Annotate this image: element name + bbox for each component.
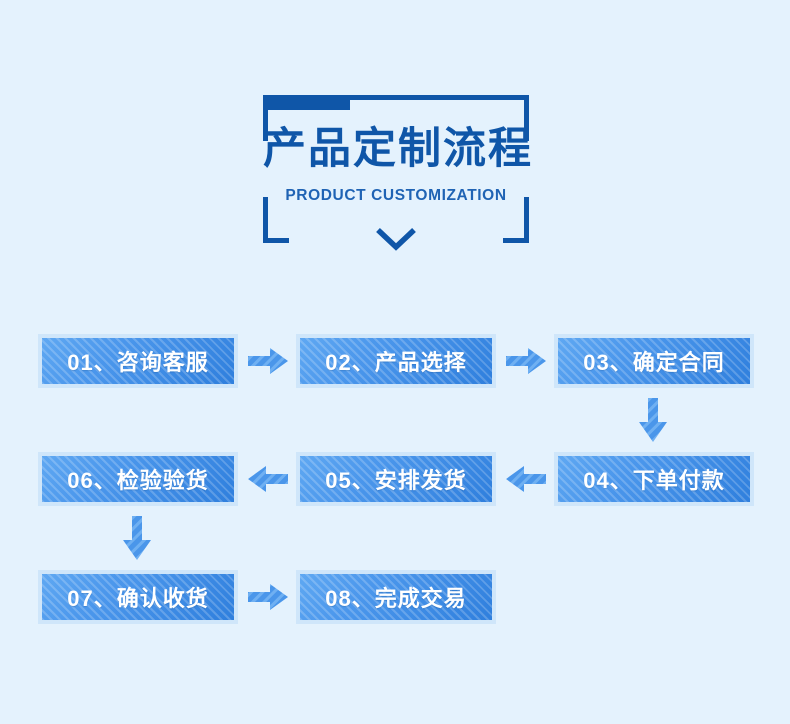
page-title: 产品定制流程: [263, 125, 533, 173]
page-header: 产品定制流程 PRODUCT CUSTOMIZATION: [263, 95, 533, 251]
flow-step-05-label: 05、安排发货: [325, 468, 467, 493]
flow-step-07[interactable]: 07、确认收货: [38, 570, 238, 624]
frame-corner-top-left: [263, 95, 289, 141]
frame-corner-bottom-right: [503, 197, 529, 243]
flow-step-04-label: 04、下单付款: [583, 468, 725, 493]
arrow-down-icon: [637, 398, 669, 442]
frame-bar-bottom-right: [263, 105, 350, 110]
flow-step-06[interactable]: 06、检验验货: [38, 452, 238, 506]
flow-step-05[interactable]: 05、安排发货: [296, 452, 496, 506]
arrow-right-icon: [248, 346, 288, 376]
chevron-down-icon: [376, 228, 416, 251]
flow-step-02-label: 02、产品选择: [325, 350, 467, 375]
arrow-down-icon: [121, 516, 153, 560]
page-subtitle: PRODUCT CUSTOMIZATION: [285, 187, 507, 204]
flow-step-01-label: 01、咨询客服: [67, 350, 209, 375]
flow-step-03-label: 03、确定合同: [583, 350, 725, 375]
flow-step-01[interactable]: 01、咨询客服: [38, 334, 238, 388]
arrow-left-icon: [506, 464, 546, 494]
arrow-right-icon: [506, 346, 546, 376]
flow-step-02[interactable]: 02、产品选择: [296, 334, 496, 388]
flow-step-04[interactable]: 04、下单付款: [554, 452, 754, 506]
frame-bar-top: [263, 95, 508, 100]
arrow-left-icon: [248, 464, 288, 494]
frame-bar-bottom-left: [263, 100, 350, 105]
flow-step-08[interactable]: 08、完成交易: [296, 570, 496, 624]
flow-step-07-label: 07、确认收货: [67, 586, 209, 611]
flow-step-08-label: 08、完成交易: [325, 586, 467, 611]
flow-step-03[interactable]: 03、确定合同: [554, 334, 754, 388]
flow-step-06-label: 06、检验验货: [67, 468, 209, 493]
frame-corner-top-right: [503, 95, 529, 141]
frame-corner-bottom-left: [263, 197, 289, 243]
arrow-right-icon: [248, 582, 288, 612]
